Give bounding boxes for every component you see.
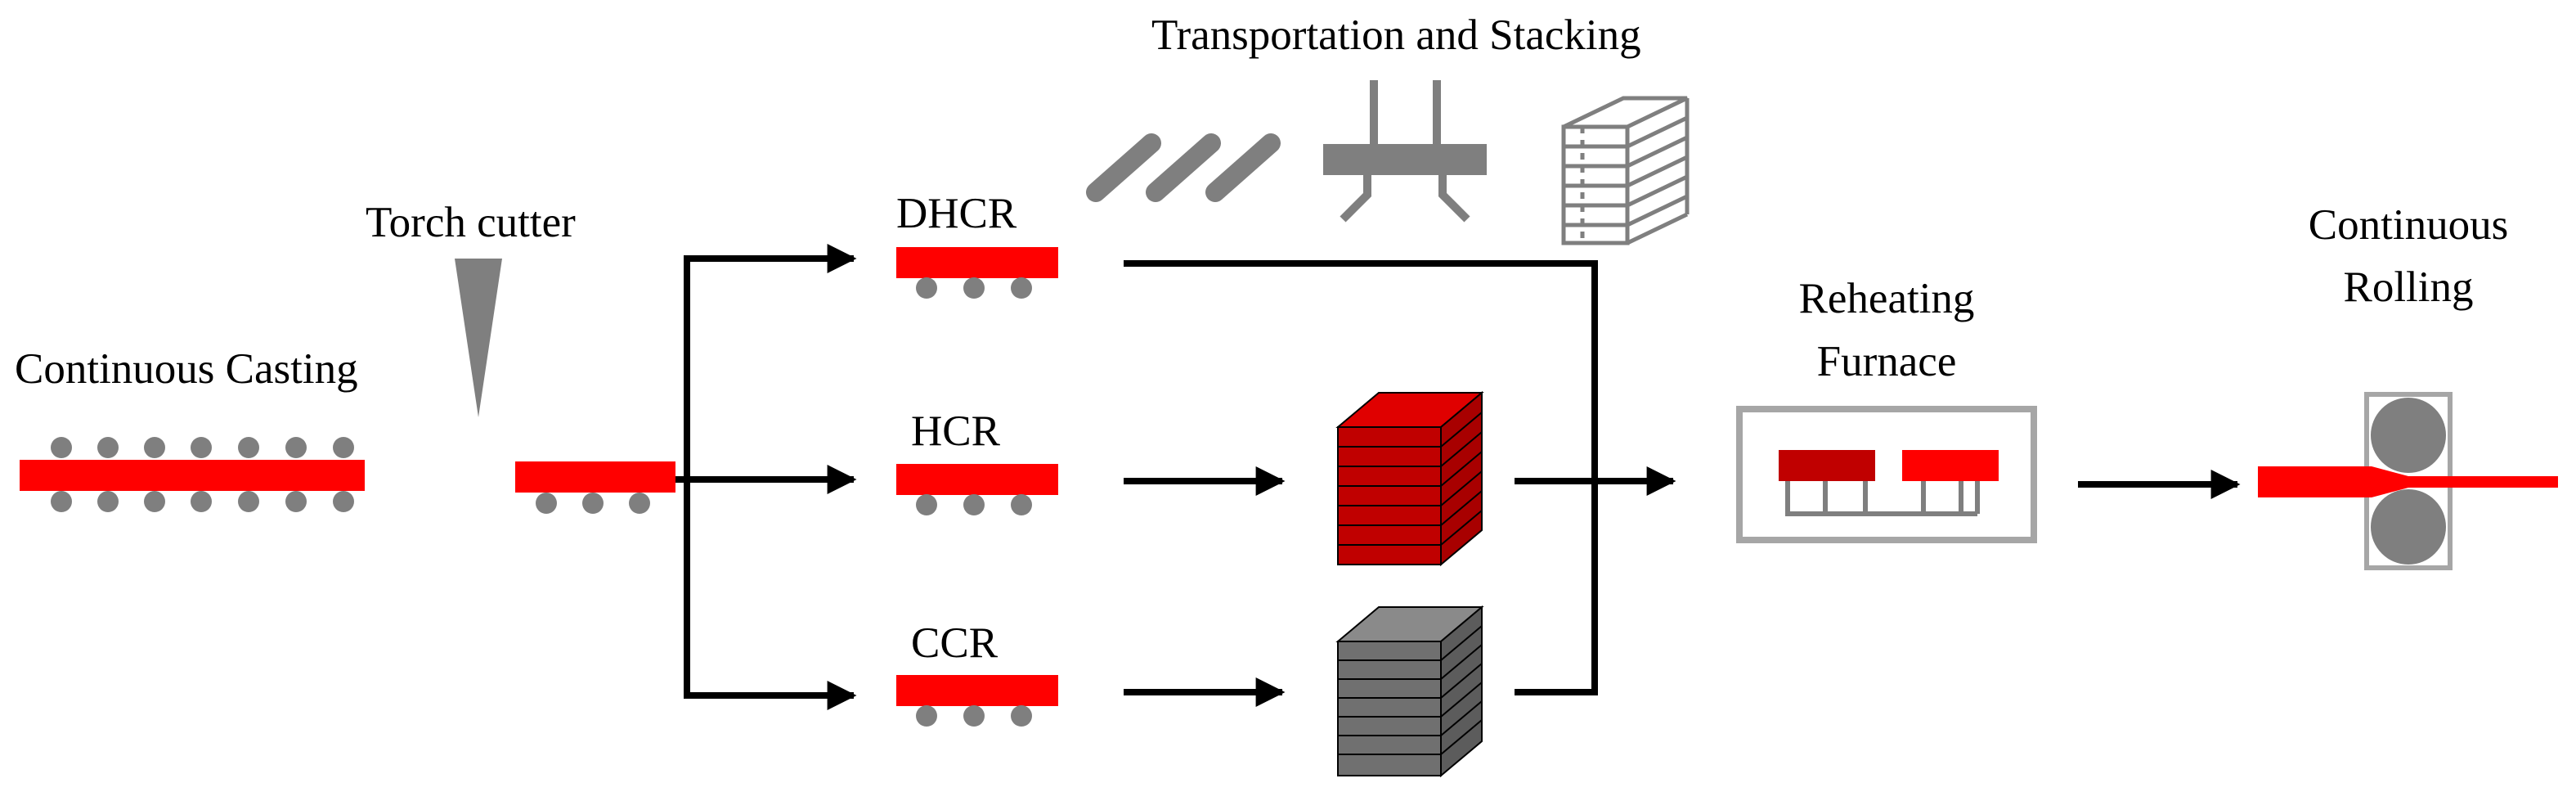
reheating-furnace-label-line2: Furnace [1816,338,1957,385]
hot-slab-stack-icon [1335,390,1484,567]
torch-cutter-icon [455,259,502,417]
cold-slab-stack-icon [1335,605,1484,778]
continuous-rolling-label-line1: Continuous [2308,201,2509,249]
hcr-slab [896,464,1058,515]
transportation-stacking-label: Transportation and Stacking [1151,11,1641,59]
casting-strand [20,437,365,512]
continuous-rolling-label-line2: Rolling [2343,263,2474,311]
cut-slab [515,461,675,514]
transport-slabs-icon [1086,133,1281,202]
branch-arrows [675,244,857,710]
rolling-mill-rolls-icon [2258,392,2558,570]
reheating-furnace-label-line1: Reheating [1798,275,1975,322]
ccr-slab [896,675,1058,727]
dhcr-label: DHCR [896,190,1017,237]
ccr-label: CCR [911,619,999,667]
casting-top-rollers [51,437,354,458]
stacking-rack-icon [1561,96,1690,245]
continuous-casting-label: Continuous Casting [15,345,358,393]
casting-slab [20,460,365,491]
reheating-furnace-icon [1736,406,2037,543]
dhcr-slab [896,247,1058,299]
hcr-label: HCR [911,407,1000,455]
crane-gripper-icon [1323,80,1487,223]
casting-bottom-rollers [51,491,354,512]
torch-cutter-label: Torch cutter [366,199,576,246]
